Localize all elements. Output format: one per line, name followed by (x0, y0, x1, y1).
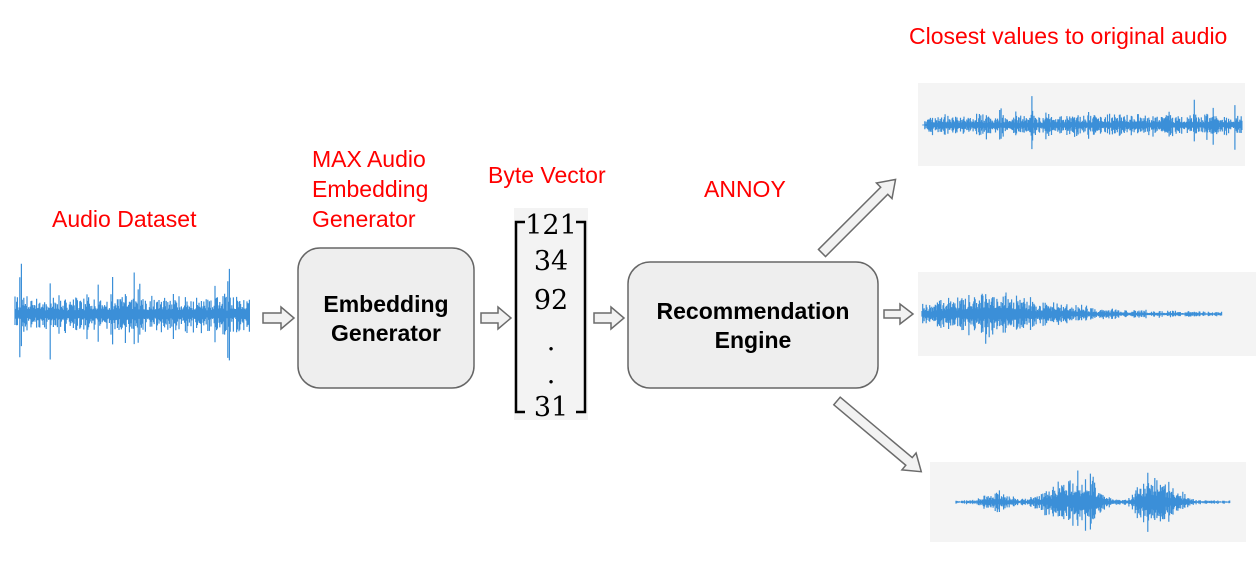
vector-value: 121 (525, 210, 577, 241)
recommendation-engine-box: Recommendation Engine (627, 261, 879, 389)
recommendation-engine-line2: Engine (715, 327, 792, 353)
output-waveform-2 (918, 272, 1256, 356)
audio-dataset-label: Audio Dataset (52, 206, 197, 232)
vector-value: 31 (534, 392, 568, 423)
right-bracket (576, 220, 587, 414)
arrow-right-icon (883, 302, 915, 326)
input-waveform (14, 263, 250, 361)
vector-value: . (547, 326, 556, 357)
byte-vector-matrix: 121 34 92 . . 31 (514, 208, 588, 423)
embedding-generator-line2: Generator (331, 320, 441, 346)
max-audio-label-line2: Embedding (312, 176, 428, 202)
max-audio-label-line3: Generator (312, 206, 416, 232)
closest-values-label: Closest values to original audio (909, 23, 1227, 49)
arrow-icon (262, 305, 296, 331)
vector-value: 92 (534, 285, 568, 316)
annoy-label: ANNOY (704, 176, 786, 202)
arrow-up-right-icon (817, 178, 897, 258)
arrow-icon (480, 305, 513, 331)
vector-value: . (547, 359, 556, 390)
left-bracket (514, 220, 525, 414)
recommendation-engine-line1: Recommendation (657, 298, 850, 324)
output-waveform-1 (918, 83, 1245, 166)
max-audio-label-line1: MAX Audio (312, 146, 426, 172)
arrow-icon (593, 305, 626, 331)
vector-value: 34 (534, 246, 568, 277)
arrow-down-right-icon (832, 396, 923, 473)
output-waveform-3 (930, 462, 1246, 542)
byte-vector-label: Byte Vector (488, 162, 606, 188)
embedding-generator-line1: Embedding (323, 291, 448, 317)
embedding-generator-box: Embedding Generator (297, 247, 475, 389)
